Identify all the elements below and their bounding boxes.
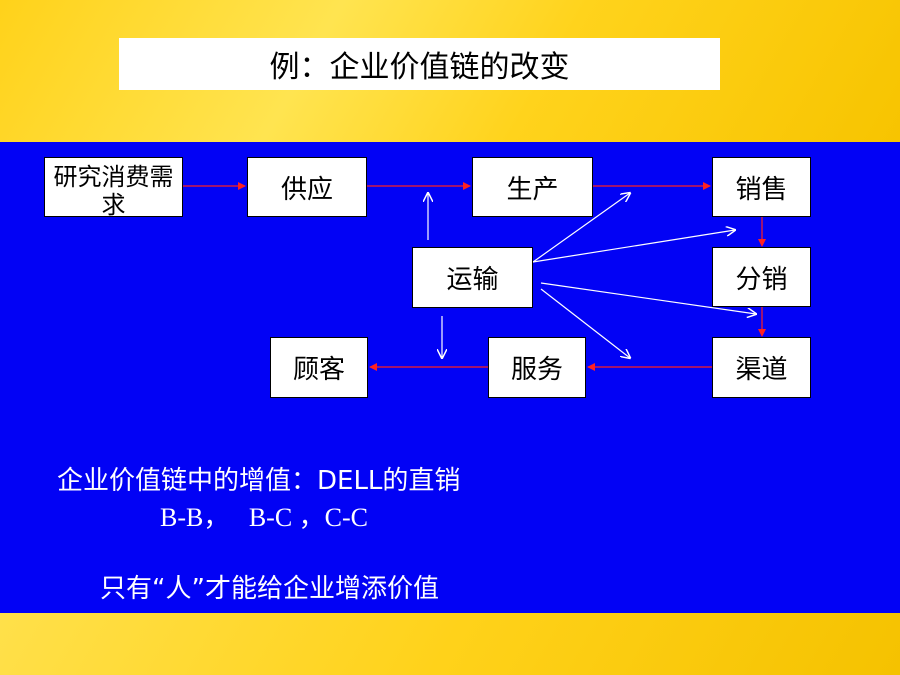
arrow-transport-to-production-sales <box>532 193 630 263</box>
bottom-yellow-band <box>0 613 900 675</box>
node-research-demand: 研究消费需求 <box>44 157 183 219</box>
node-production: 生产 <box>472 157 593 217</box>
node-supply: 供应 <box>247 157 367 217</box>
arrow-transport-to-channel <box>540 288 630 358</box>
note-people-value: 只有“人”才能给企业增添价值 <box>100 574 439 604</box>
node-channel: 渠道 <box>712 337 811 398</box>
arrow-transport-to-sales <box>532 230 735 263</box>
node-sales: 销售 <box>712 157 811 217</box>
node-customer: 顾客 <box>270 337 368 398</box>
note-business-models: B-B， B-C ，C-C <box>160 503 369 532</box>
arrow-transport-to-distribution <box>540 282 756 314</box>
node-service: 服务 <box>488 337 586 398</box>
slide-title: 例：企业价值链的改变 <box>119 38 720 90</box>
node-distribution: 分销 <box>712 247 811 307</box>
note-value-added: 企业价值链中的增值：DELL的直销 <box>57 466 461 496</box>
node-transport: 运输 <box>412 247 533 308</box>
